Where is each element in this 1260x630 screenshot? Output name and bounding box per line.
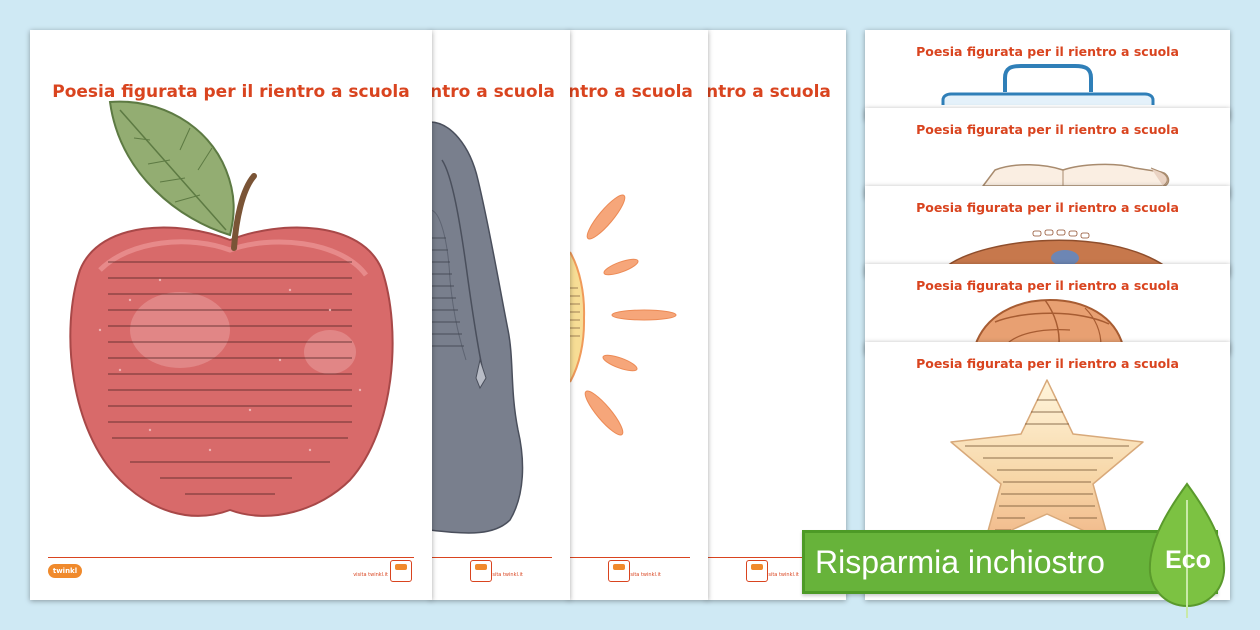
twinkl-logo: twinkl [48, 564, 82, 578]
worksheet-title: Poesia figurata per il rientro a scuola [916, 200, 1179, 215]
footer-line [568, 557, 690, 558]
worksheet-basketball[interactable]: Poesia figurata per il rientro a scuola [865, 264, 1230, 354]
banner-text: Risparmia inchiostro [815, 544, 1105, 580]
apple-icon [69, 100, 394, 517]
worksheet-title: Poesia figurata per il rientro a scuola [52, 82, 410, 102]
worksheet-page-3[interactable]: ntro a scuola visita twinkl.it [568, 30, 708, 600]
worksheet-page-4[interactable]: ntro a scuola visita twinkl.it [706, 30, 846, 600]
eco-badge: Eco [1146, 480, 1228, 620]
footer-url: visita twinkl.it [764, 572, 799, 578]
footer-badge-icon [390, 560, 412, 582]
save-ink-banner: Risparmia inchiostro [802, 530, 1218, 594]
worksheet-page-2[interactable]: ntro a scuola visita twinkl.it [430, 30, 570, 600]
footer-url: visita twinkl.it [353, 572, 388, 578]
worksheet-title: Poesia figurata per il rientro a scuola [916, 122, 1179, 137]
worksheet-page-1[interactable]: Poesia figurata per il rientro a scuola … [30, 30, 432, 600]
worksheet-football[interactable]: Poesia figurata per il rientro a scuola [865, 186, 1230, 276]
worksheet-book[interactable]: Poesia figurata per il rientro a scuola [865, 108, 1230, 198]
worksheet-title: ntro a scuola [568, 82, 693, 102]
footer-line [706, 557, 828, 558]
worksheet-title: ntro a scuola [706, 82, 831, 102]
footer-badge-icon [746, 560, 768, 582]
worksheet-title: Poesia figurata per il rientro a scuola [916, 356, 1179, 371]
worksheet-title: Poesia figurata per il rientro a scuola [916, 44, 1179, 59]
footer-url: visita twinkl.it [626, 572, 661, 578]
basketball-icon [973, 298, 1125, 347]
worksheet-title: Poesia figurata per il rientro a scuola [916, 278, 1179, 293]
footer-url: visita twinkl.it [488, 572, 523, 578]
backpack-icon [430, 121, 524, 534]
football-icon [944, 229, 1168, 267]
book-icon [981, 163, 1170, 187]
worksheet-lunchbox[interactable]: Poesia figurata per il rientro a scuola [865, 30, 1230, 120]
footer-line [48, 557, 414, 558]
footer-line [430, 557, 552, 558]
sun-icon [568, 194, 677, 436]
leaf-icon [1148, 482, 1226, 618]
star-icon [950, 379, 1144, 543]
footer-badge-icon [608, 560, 630, 582]
eco-label: Eco [1165, 546, 1211, 574]
worksheet-title: ntro a scuola [430, 82, 555, 102]
lunchbox-icon [941, 64, 1155, 105]
footer-badge-icon [470, 560, 492, 582]
